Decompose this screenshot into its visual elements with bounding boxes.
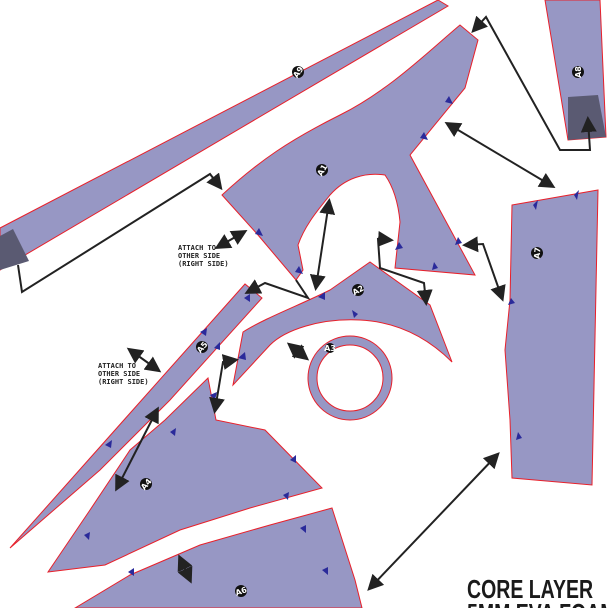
svg-text:A8: A8 [574, 66, 583, 78]
piece-label-a9: A9 [291, 65, 305, 80]
piece-a9 [0, 0, 449, 271]
piece-label-a5: A5 [195, 340, 210, 355]
title-line-2: 5MM EVA FOAM [467, 598, 608, 608]
piece-label-a2: A2 [351, 284, 366, 298]
piece-a9-dark-region [0, 229, 29, 270]
piece-a6 [74, 507, 363, 608]
piece-a7 [504, 189, 599, 486]
svg-text:A7: A7 [533, 247, 543, 260]
alignment-arrows [17, 15, 597, 591]
svg-text:A3: A3 [324, 344, 336, 353]
piece-label-a1: A1 [316, 163, 330, 178]
piece-label-a3: A3 [324, 343, 336, 353]
piece-label-a6: A6 [234, 585, 249, 598]
piece-a3 [307, 335, 393, 421]
notch-marks [84, 96, 579, 576]
piece-label-a7: A7 [531, 247, 543, 260]
attach-note-upper: ATTACH TO OTHER SIDE (RIGHT SIDE) [178, 244, 229, 268]
svg-text:A6: A6 [234, 585, 249, 598]
title-line-1: CORE LAYER [467, 574, 594, 604]
attach-note-lower: ATTACH TO OTHER SIDE (RIGHT SIDE) [98, 362, 149, 386]
piece-label-a8: A8 [572, 66, 584, 78]
